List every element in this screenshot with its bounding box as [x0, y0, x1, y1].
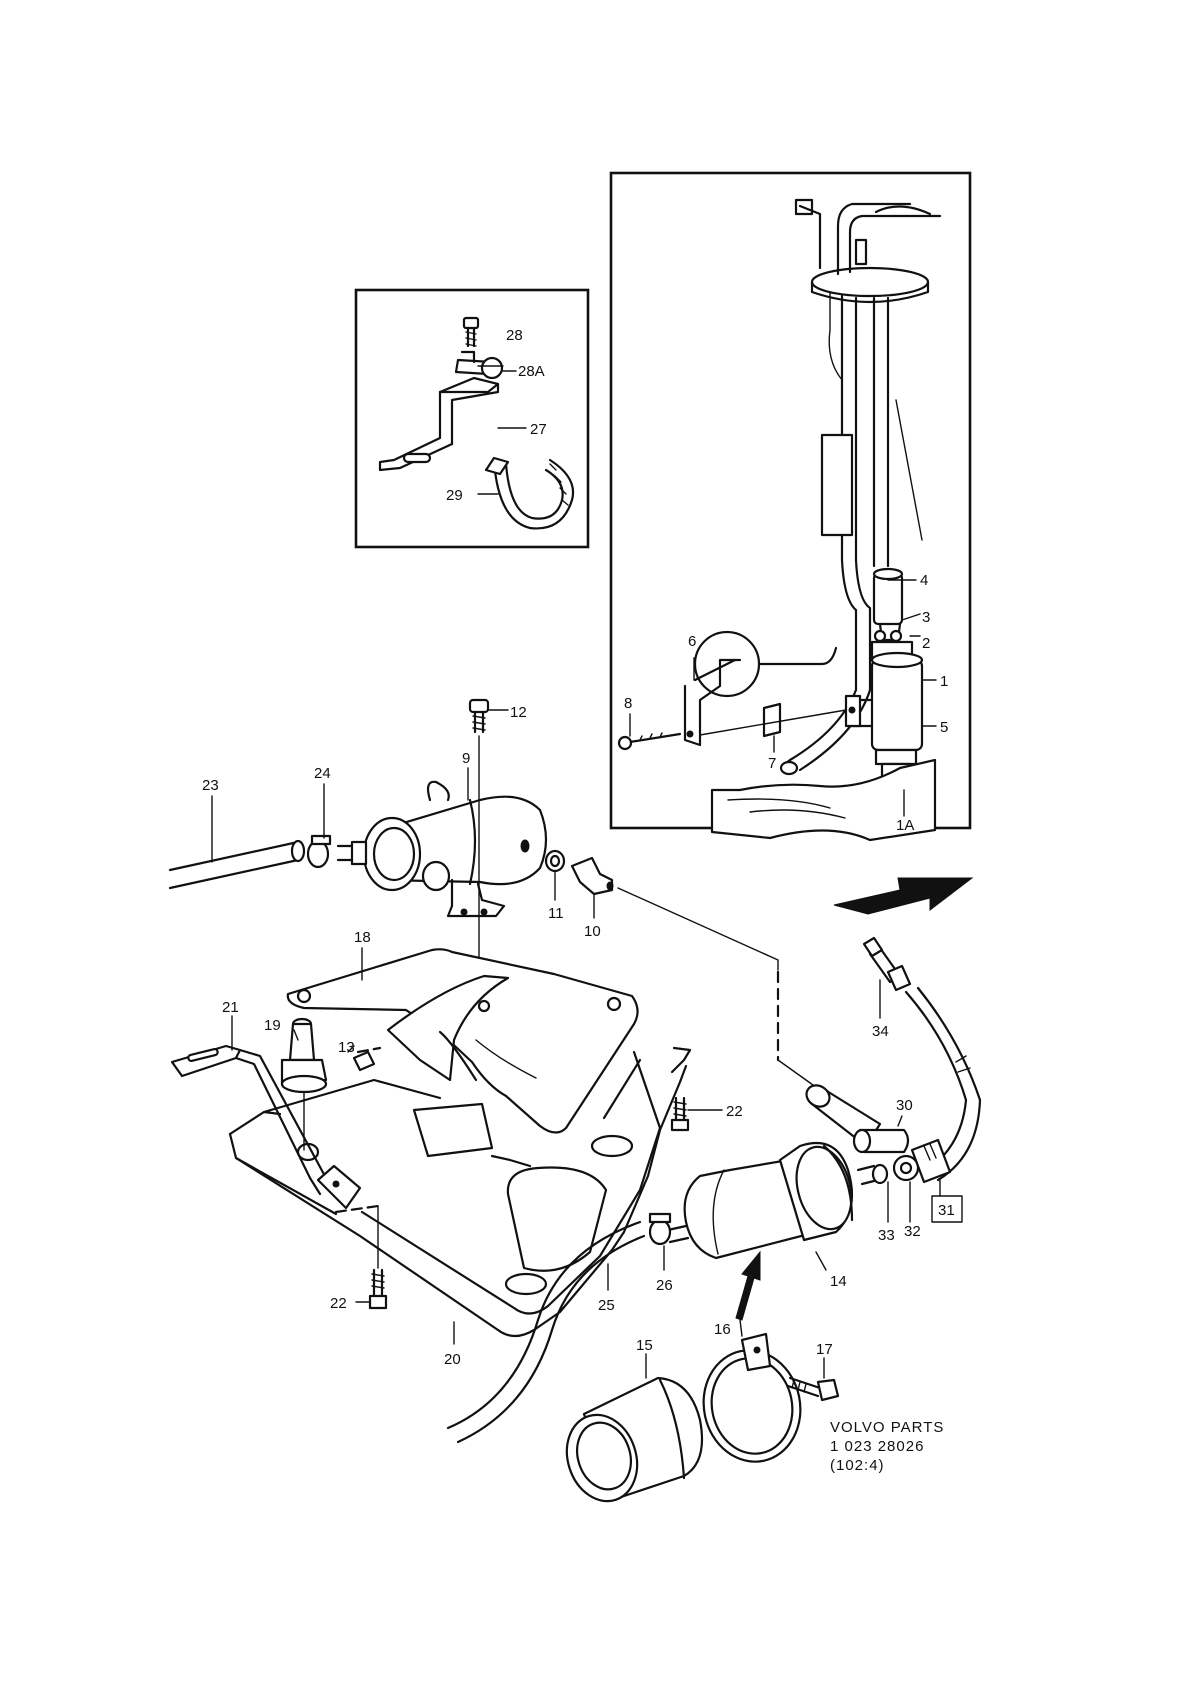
hose-31 — [862, 936, 982, 1184]
callout-1A: 1A — [896, 817, 914, 834]
callout-17: 17 — [816, 1341, 833, 1358]
callout-26: 26 — [656, 1277, 673, 1294]
callout-13: 13 — [338, 1039, 355, 1056]
nut-13 — [352, 1050, 376, 1072]
bolt-17 — [786, 1376, 840, 1402]
mounting-plate-18 — [286, 948, 639, 1134]
callout-1: 1 — [940, 673, 948, 690]
callout-3: 3 — [922, 609, 930, 626]
bracket-assembly — [378, 316, 575, 530]
callout-22-upper: 22 — [726, 1103, 743, 1120]
callout-27: 27 — [530, 421, 547, 438]
rubber-mount-19 — [280, 1017, 328, 1151]
bracket-inset-frame — [354, 288, 590, 549]
callout-23: 23 — [202, 777, 219, 794]
callout-25: 25 — [598, 1297, 615, 1314]
in-tank-pump-assembly — [617, 198, 942, 842]
hose-25 — [446, 1212, 672, 1444]
footer-brand: VOLVO PARTS — [830, 1419, 945, 1436]
callout-20: 20 — [444, 1351, 461, 1368]
callout-30: 30 — [896, 1097, 913, 1114]
footer-part-number: 1 023 28026 — [830, 1438, 925, 1455]
callout-11: 11 — [548, 905, 564, 922]
bolt-22-upper — [670, 1096, 690, 1132]
callout-6: 6 — [688, 633, 696, 650]
callout-15: 15 — [636, 1337, 653, 1354]
callout-8: 8 — [624, 695, 632, 712]
callout-32: 32 — [904, 1223, 921, 1240]
callout-5: 5 — [940, 719, 948, 736]
callout-29: 29 — [446, 487, 463, 504]
direction-arrow — [833, 877, 974, 915]
callout-16: 16 — [714, 1321, 731, 1338]
filter-arrow — [735, 1250, 761, 1321]
callout-14: 14 — [830, 1273, 847, 1290]
callout-leaders — [211, 365, 941, 1379]
callout-labels: 4 3 2 1 5 6 7 8 1A 28 28A 27 29 12 9 24 … — [202, 327, 963, 1368]
callout-10: 10 — [584, 923, 601, 940]
fuel-filter-14 — [666, 1141, 920, 1260]
callout-31-box — [931, 1195, 963, 1223]
callout-28: 28 — [506, 327, 523, 344]
hose-30 — [805, 1084, 910, 1154]
footer-section-code: (102:4) — [830, 1457, 885, 1474]
parts-reference-footer: VOLVO PARTS 1 023 28026 (102:4) — [830, 1418, 944, 1475]
callout-28A: 28A — [518, 363, 545, 380]
callout-18: 18 — [354, 929, 371, 946]
callout-24: 24 — [314, 765, 331, 782]
rubber-sleeve-15 — [565, 1376, 704, 1503]
callout-19: 19 — [264, 1017, 281, 1034]
dashed-connection-lines — [334, 887, 821, 1214]
fuel-pump-main — [168, 698, 614, 1011]
callout-9: 9 — [462, 750, 470, 767]
clamp-16 — [702, 1332, 802, 1463]
callout-21: 21 — [222, 999, 239, 1016]
callout-34: 34 — [872, 1023, 889, 1040]
callout-4: 4 — [920, 572, 928, 589]
bracket-21 — [170, 1044, 362, 1210]
frame-20 — [228, 1046, 692, 1338]
callout-33: 33 — [878, 1227, 895, 1244]
callout-12: 12 — [510, 704, 527, 721]
callout-2: 2 — [922, 635, 930, 652]
callout-7: 7 — [768, 755, 776, 772]
bolt-22-lower — [368, 1205, 388, 1310]
callout-22-lower: 22 — [330, 1295, 347, 1312]
callout-31: 31 — [938, 1202, 955, 1219]
